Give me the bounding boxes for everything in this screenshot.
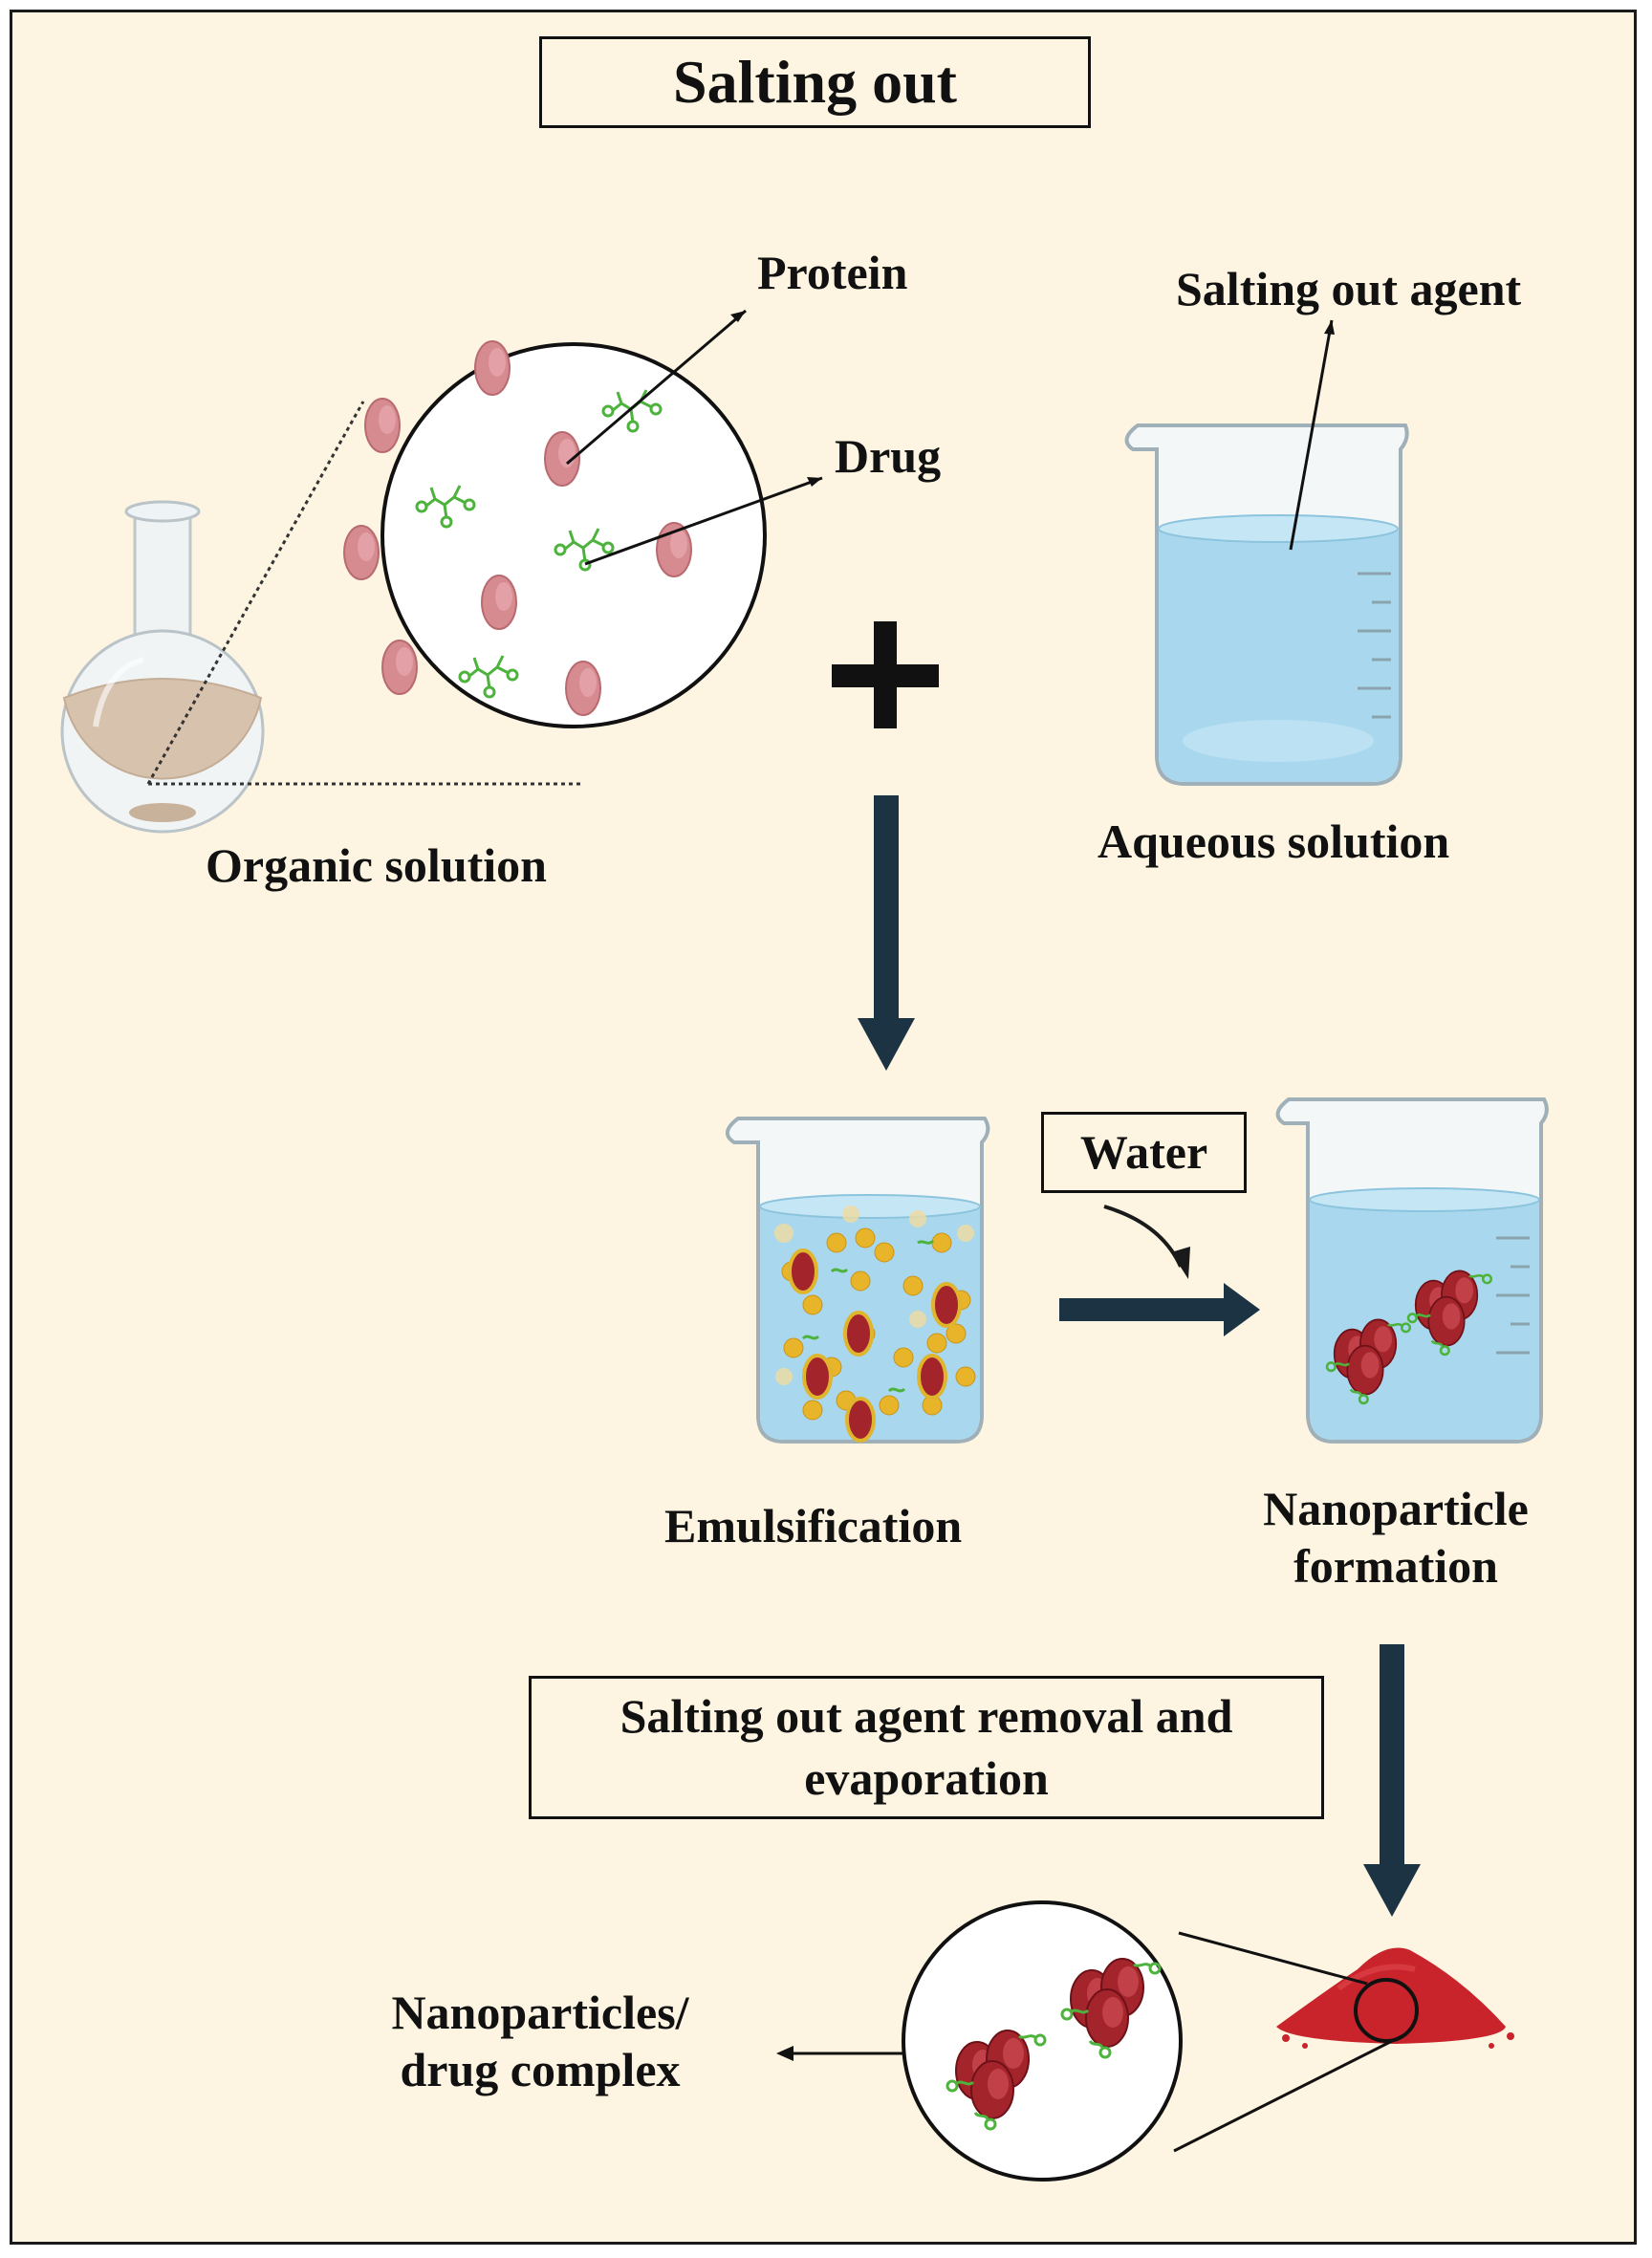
protein-label: Protein (757, 246, 908, 299)
nanoparticle-formation-line-1: Nanoparticle (1263, 1482, 1529, 1535)
aqueous-beaker-icon (1124, 423, 1409, 786)
magnified-nanoparticle-circle (902, 1900, 1183, 2182)
left-arrow-icon (776, 2046, 903, 2061)
pointer-arrows (566, 309, 823, 566)
aqueous-solution-label: Aqueous solution (1098, 814, 1450, 868)
water-label: Water (1041, 1112, 1247, 1193)
complex-label: Nanoparticles/ drug complex (339, 1984, 741, 2098)
emulsification-label: Emulsification (664, 1499, 963, 1552)
complex-line-2: drug complex (400, 2043, 681, 2096)
complex-line-1: Nanoparticles/ (391, 1986, 689, 2039)
nanoparticle-formation-label: Nanoparticle formation (1214, 1480, 1577, 1595)
organic-solution-label: Organic solution (206, 838, 547, 892)
down-arrow-2-icon (1363, 1644, 1421, 1917)
plus-icon (832, 621, 939, 728)
water-curved-arrow (1103, 1205, 1183, 1268)
down-arrow-icon (858, 795, 915, 1071)
emulsification-beaker-icon (726, 1117, 990, 1444)
magnified-solution-circle (343, 340, 767, 728)
right-arrow-icon (1059, 1283, 1260, 1336)
salting-agent-label: Salting out agent (1176, 262, 1522, 315)
page-title: Salting out (539, 36, 1091, 128)
nanoparticle-formation-line-2: formation (1293, 1539, 1498, 1593)
removal-line-2: evaporation (804, 1751, 1049, 1805)
drug-label: Drug (835, 429, 942, 483)
round-bottom-flask-icon (60, 500, 265, 834)
nanoparticle-beaker-icon (1275, 1097, 1549, 1444)
agent-pointer-arrow (1289, 319, 1334, 551)
removal-evaporation-label: Salting out agent removal and evaporatio… (529, 1676, 1324, 1819)
powder-pile-icon (1276, 1947, 1514, 2049)
removal-line-1: Salting out agent removal and (620, 1689, 1233, 1743)
